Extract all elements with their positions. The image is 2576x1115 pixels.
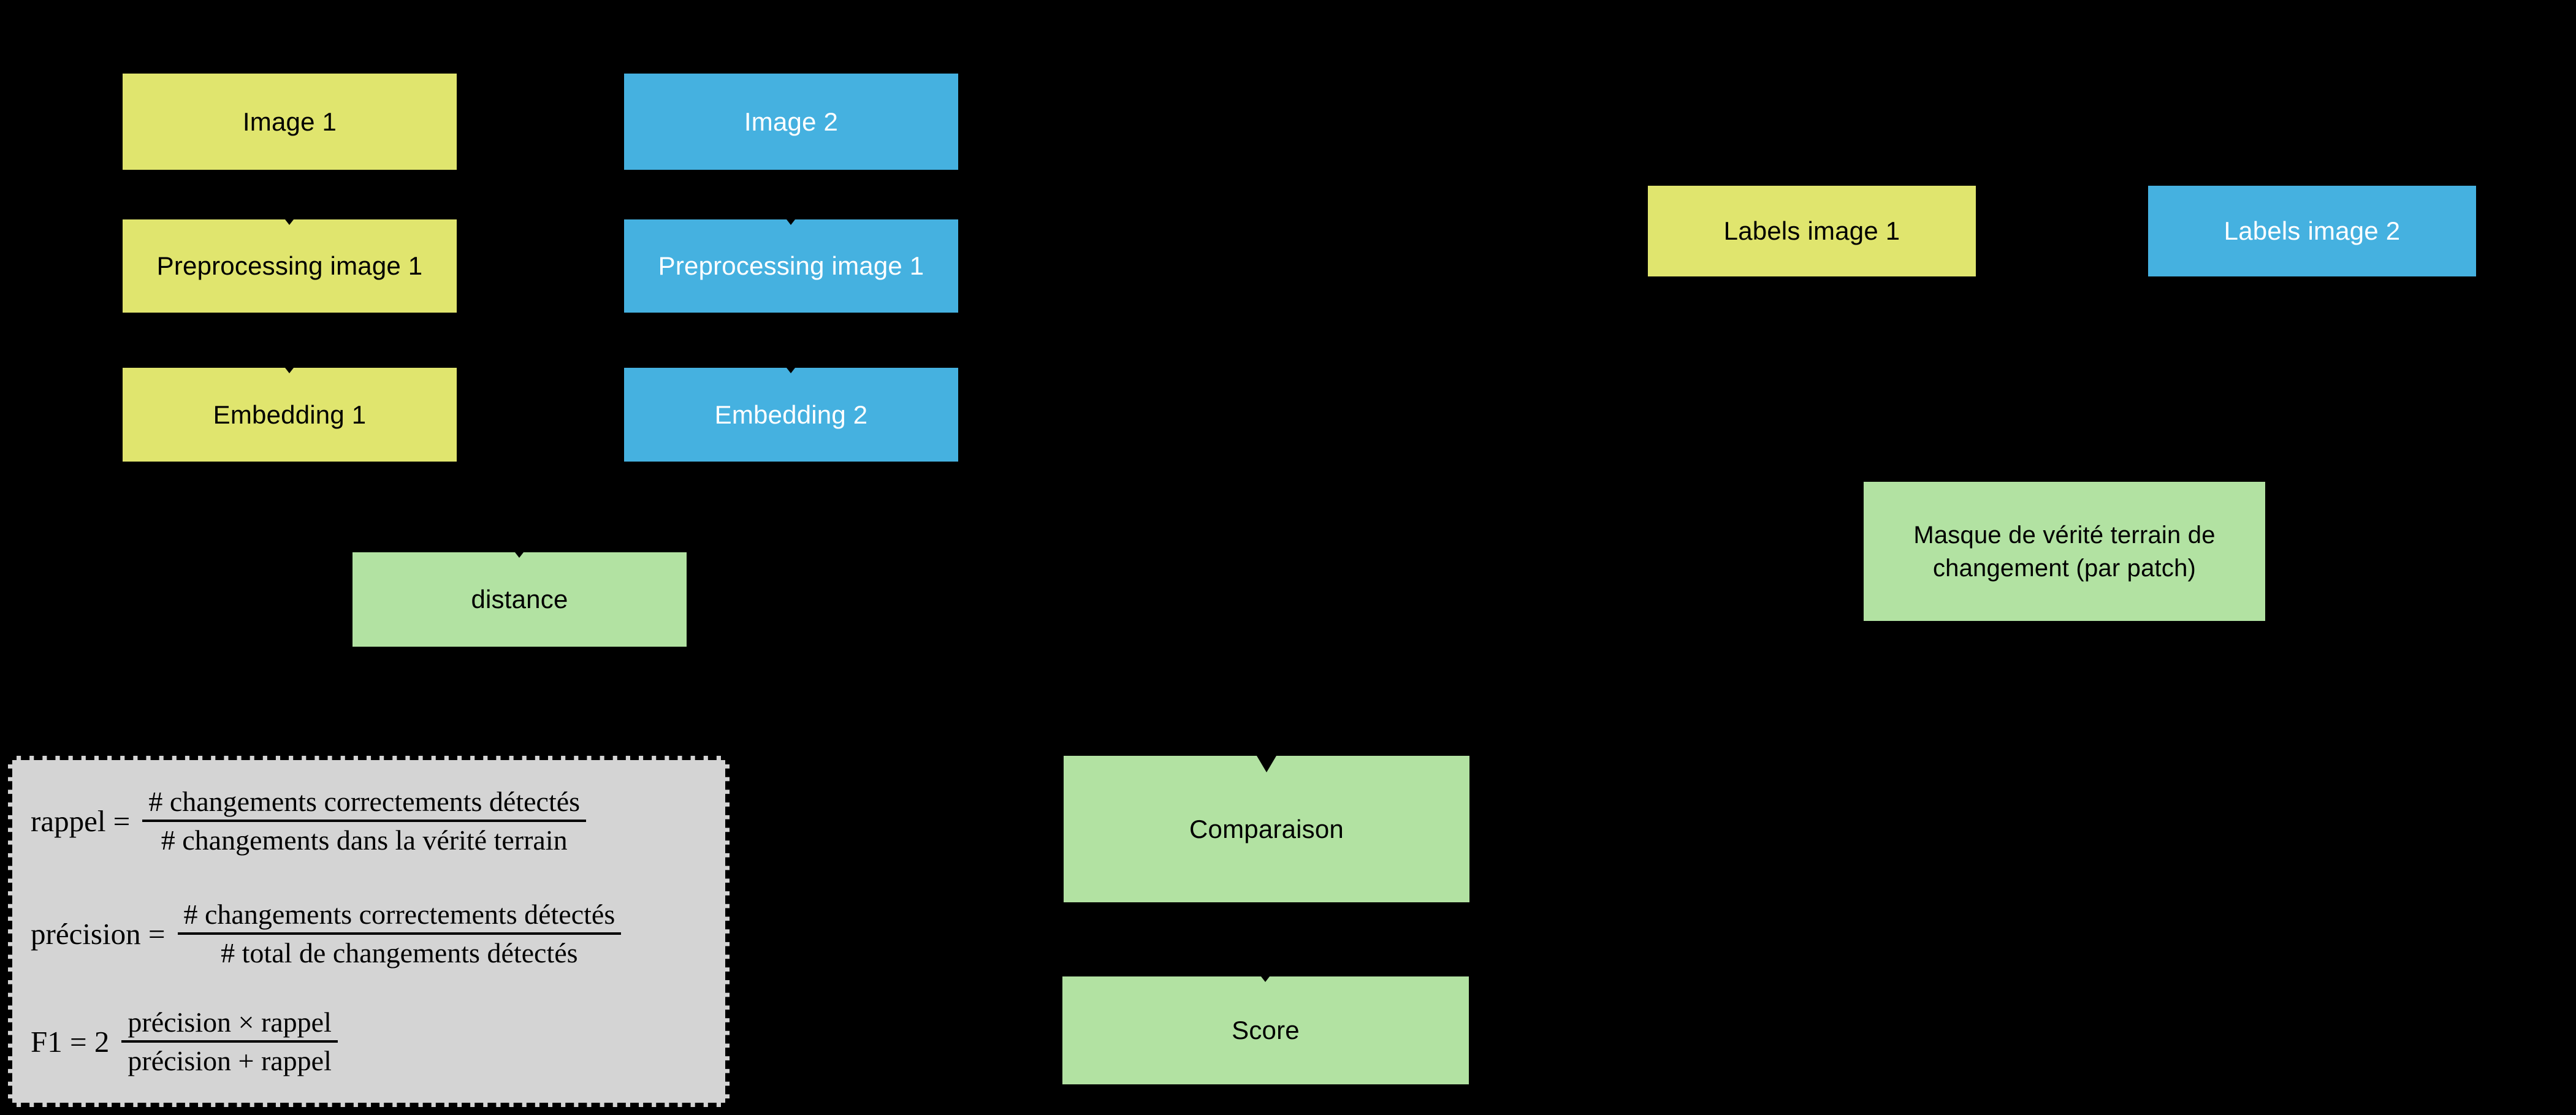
node-distance-label: distance	[471, 585, 568, 614]
formula-rappel-numerator: # changements correctements détectés	[148, 786, 581, 817]
node-preprocessing-image-2-label: Preprocessing image 1	[658, 251, 924, 280]
formula-f1-fraction: précision × rappel précision + rappel	[121, 1004, 338, 1079]
formula-precision: précision = # changements correctements …	[31, 896, 622, 971]
formula-f1: F1 = 2 précision × rappel précision + ra…	[31, 1004, 338, 1079]
node-ground-truth-mask-label: Masque de vérité terrain de changement (…	[1913, 521, 2216, 582]
node-image-2: Image 2	[624, 74, 958, 170]
node-image-1: Image 1	[123, 74, 457, 170]
formula-precision-fraction: # changements correctements détectés # t…	[177, 896, 622, 971]
fraction-bar	[177, 932, 622, 935]
node-image-1-label: Image 1	[242, 107, 337, 136]
node-labels-image-1-label: Labels image 1	[1723, 216, 1900, 245]
formula-f1-denominator: précision + rappel	[128, 1045, 332, 1076]
formula-rappel-label: rappel =	[31, 804, 131, 838]
node-embedding-2: Embedding 2	[624, 368, 958, 462]
fraction-bar	[142, 820, 587, 822]
node-labels-image-2: Labels image 2	[2148, 186, 2476, 276]
node-embedding-2-label: Embedding 2	[714, 400, 868, 429]
arrowhead-into-comparaison-icon	[1257, 756, 1276, 772]
metrics-formula-panel: rappel = # changements correctements dét…	[8, 756, 730, 1107]
formula-rappel: rappel = # changements correctements dét…	[31, 783, 587, 858]
node-ground-truth-mask: Masque de vérité terrain de changement (…	[1864, 482, 2265, 621]
node-embedding-1: Embedding 1	[123, 368, 457, 462]
formula-rappel-fraction: # changements correctements détectés # c…	[142, 783, 587, 858]
node-distance: distance	[352, 552, 687, 647]
arrowhead-into-preprocessing-1-icon	[285, 219, 294, 225]
node-score: Score	[1062, 976, 1469, 1084]
node-preprocessing-image-2: Preprocessing image 1	[624, 219, 958, 313]
formula-precision-numerator: # changements correctements détectés	[183, 899, 615, 930]
node-preprocessing-image-1-label: Preprocessing image 1	[156, 251, 423, 280]
node-preprocessing-image-1: Preprocessing image 1	[123, 219, 457, 313]
arrowhead-into-score-icon	[1261, 976, 1270, 982]
node-score-label: Score	[1232, 1016, 1300, 1045]
formula-precision-denominator: # total de changements détectés	[221, 937, 578, 968]
arrowhead-into-preprocessing-2-icon	[787, 219, 795, 225]
node-image-2-label: Image 2	[744, 107, 839, 136]
formula-f1-label: F1 = 2	[31, 1024, 110, 1059]
node-comparaison: Comparaison	[1064, 756, 1469, 902]
node-embedding-1-label: Embedding 1	[213, 400, 367, 429]
fraction-bar	[121, 1040, 338, 1043]
formula-precision-label: précision =	[31, 916, 166, 951]
arrowhead-into-distance-icon	[515, 552, 524, 558]
arrowhead-into-embedding-2-icon	[787, 368, 795, 373]
node-labels-image-2-label: Labels image 2	[2224, 216, 2401, 245]
node-labels-image-1: Labels image 1	[1648, 186, 1976, 276]
arrowhead-into-embedding-1-icon	[285, 368, 294, 373]
node-comparaison-label: Comparaison	[1189, 814, 1344, 843]
formula-f1-numerator: précision × rappel	[128, 1007, 332, 1038]
formula-rappel-denominator: # changements dans la vérité terrain	[161, 824, 568, 856]
